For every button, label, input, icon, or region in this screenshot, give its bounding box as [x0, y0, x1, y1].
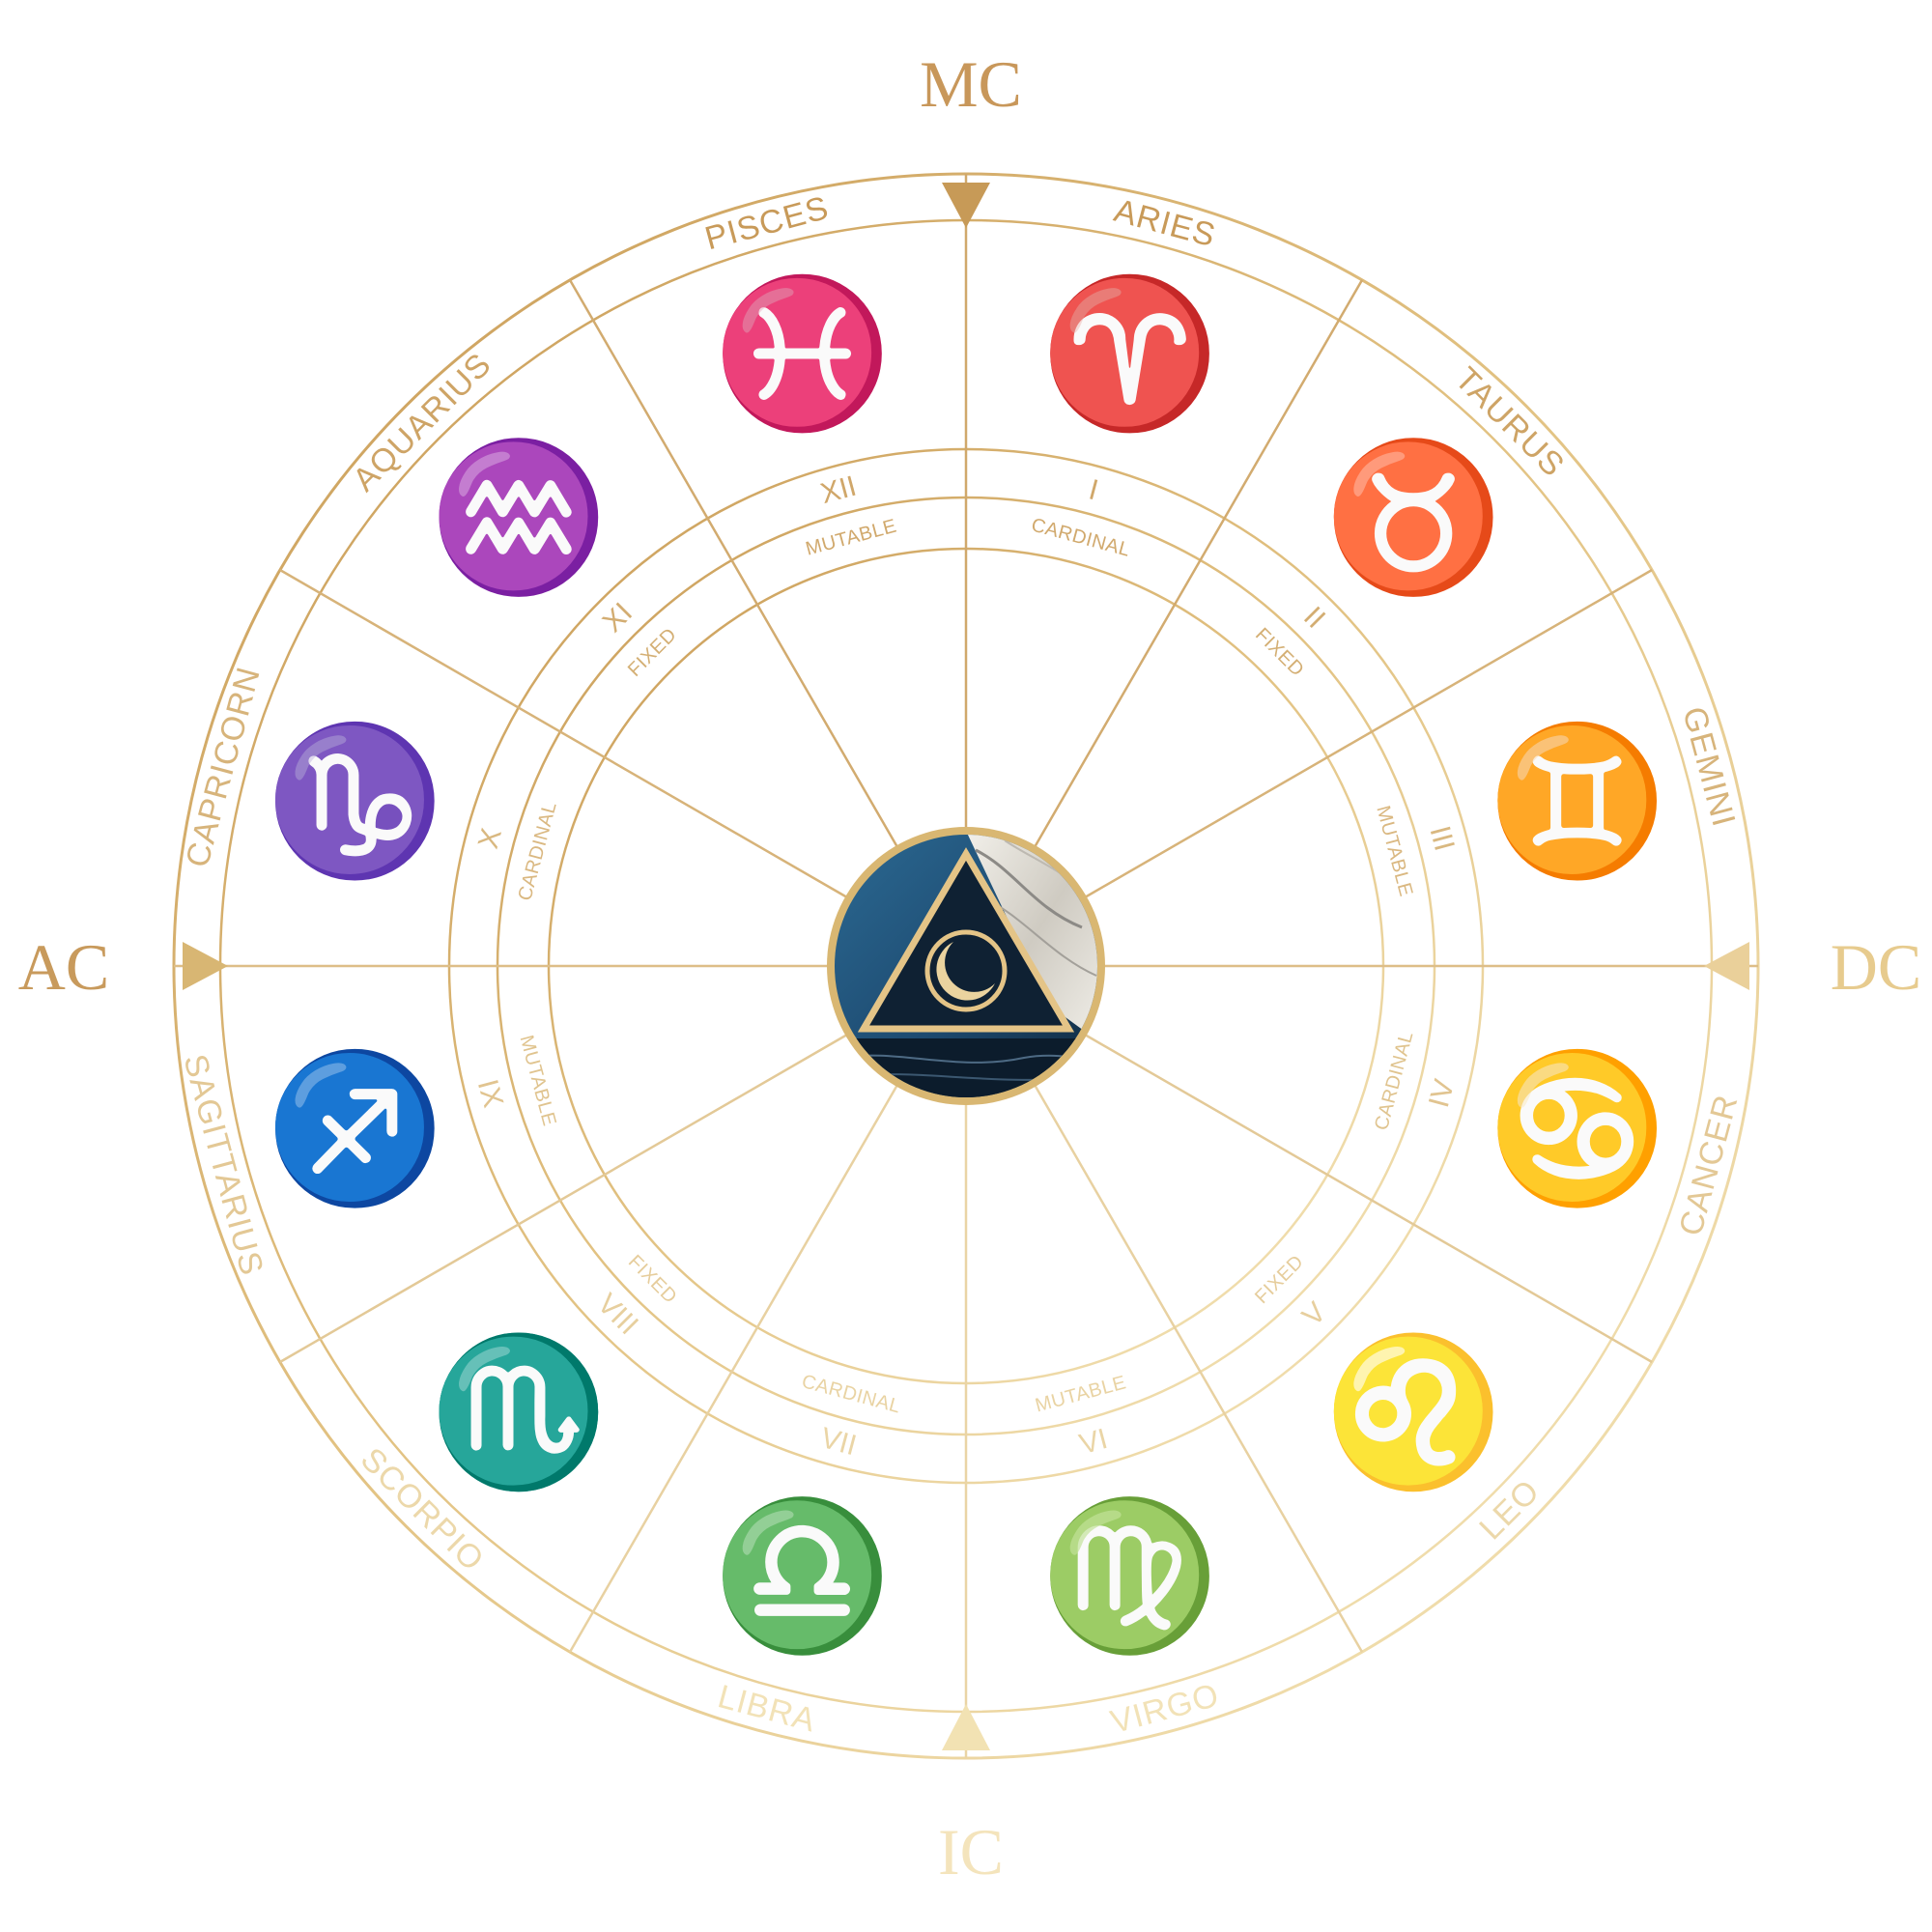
division-lines — [174, 174, 1758, 1758]
modality-label-fixed: FIXED — [1251, 624, 1308, 681]
pisces-icon: ♓ — [712, 271, 893, 435]
division-line — [1032, 279, 1364, 850]
libra-icon: ♎ — [712, 1494, 893, 1658]
cancer-icon: ♋ — [1487, 1047, 1667, 1210]
house-numeral-ix: IX — [471, 1076, 509, 1111]
division-line — [1082, 568, 1653, 900]
mc-label: MC — [920, 47, 1022, 121]
sagittarius-icon: ♐ — [265, 1047, 445, 1210]
modality-label-fixed: FIXED — [624, 1251, 681, 1308]
division-line — [568, 279, 900, 850]
aquarius-icon: ♒ — [428, 436, 609, 599]
ac-label: AC — [18, 930, 109, 1004]
sign-name-virgo: VIRGO — [1107, 1677, 1224, 1741]
division-line — [279, 568, 850, 900]
house-numeral-xi: XI — [597, 597, 639, 639]
division-line — [568, 1082, 900, 1653]
leo-icon: ♌ — [1323, 1330, 1504, 1493]
axis-markers — [183, 183, 1749, 1750]
gemini-icon: ♊ — [1487, 719, 1667, 882]
sign-glyphs: ♈ ♉ ♊ ♋ ♌ ♍ ♎ ♏ ♐ ♑ ♒ ♓ — [265, 271, 1667, 1657]
modality-label-fixed: FIXED — [624, 624, 681, 681]
mc-marker-icon — [942, 183, 990, 228]
sign-name-aries: ARIES — [1110, 192, 1219, 254]
virgo-icon: ♍ — [1039, 1494, 1220, 1658]
capricorn-icon: ♑ — [265, 719, 445, 882]
dc-label: DC — [1831, 930, 1921, 1004]
house-numeral-i: I — [1086, 473, 1102, 506]
sign-name-capricorn: CAPRICORN — [179, 663, 268, 871]
division-line — [1082, 1032, 1653, 1364]
house-numeral-ii: II — [1297, 601, 1331, 635]
ic-label: IC — [938, 1815, 1004, 1889]
modality-label-fixed: FIXED — [1251, 1251, 1308, 1308]
taurus-icon: ♉ — [1323, 436, 1504, 599]
division-line — [1032, 1082, 1364, 1653]
dc-marker-icon — [1704, 942, 1749, 990]
ac-marker-icon — [183, 942, 228, 990]
house-numeral-v: V — [1296, 1296, 1332, 1332]
house-numeral-xii: XII — [817, 470, 860, 510]
aries-icon: ♈ — [1039, 271, 1220, 435]
crescent-moon-icon — [936, 942, 995, 1001]
ic-marker-icon — [942, 1704, 990, 1750]
house-numeral-vii: VII — [817, 1422, 860, 1462]
division-line — [279, 1032, 850, 1364]
sign-name-libra: LIBRA — [714, 1678, 820, 1739]
center-medallion — [827, 827, 1105, 1105]
scorpio-icon: ♏ — [428, 1330, 609, 1493]
house-numeral-vi: VI — [1076, 1423, 1111, 1461]
marble-texture — [966, 835, 1097, 1043]
sign-name-cancer: CANCER — [1672, 1091, 1745, 1239]
house-numeral-iii: III — [1423, 823, 1460, 855]
house-numeral-x: X — [472, 825, 508, 852]
house-numeral-iv: IV — [1423, 1076, 1461, 1111]
